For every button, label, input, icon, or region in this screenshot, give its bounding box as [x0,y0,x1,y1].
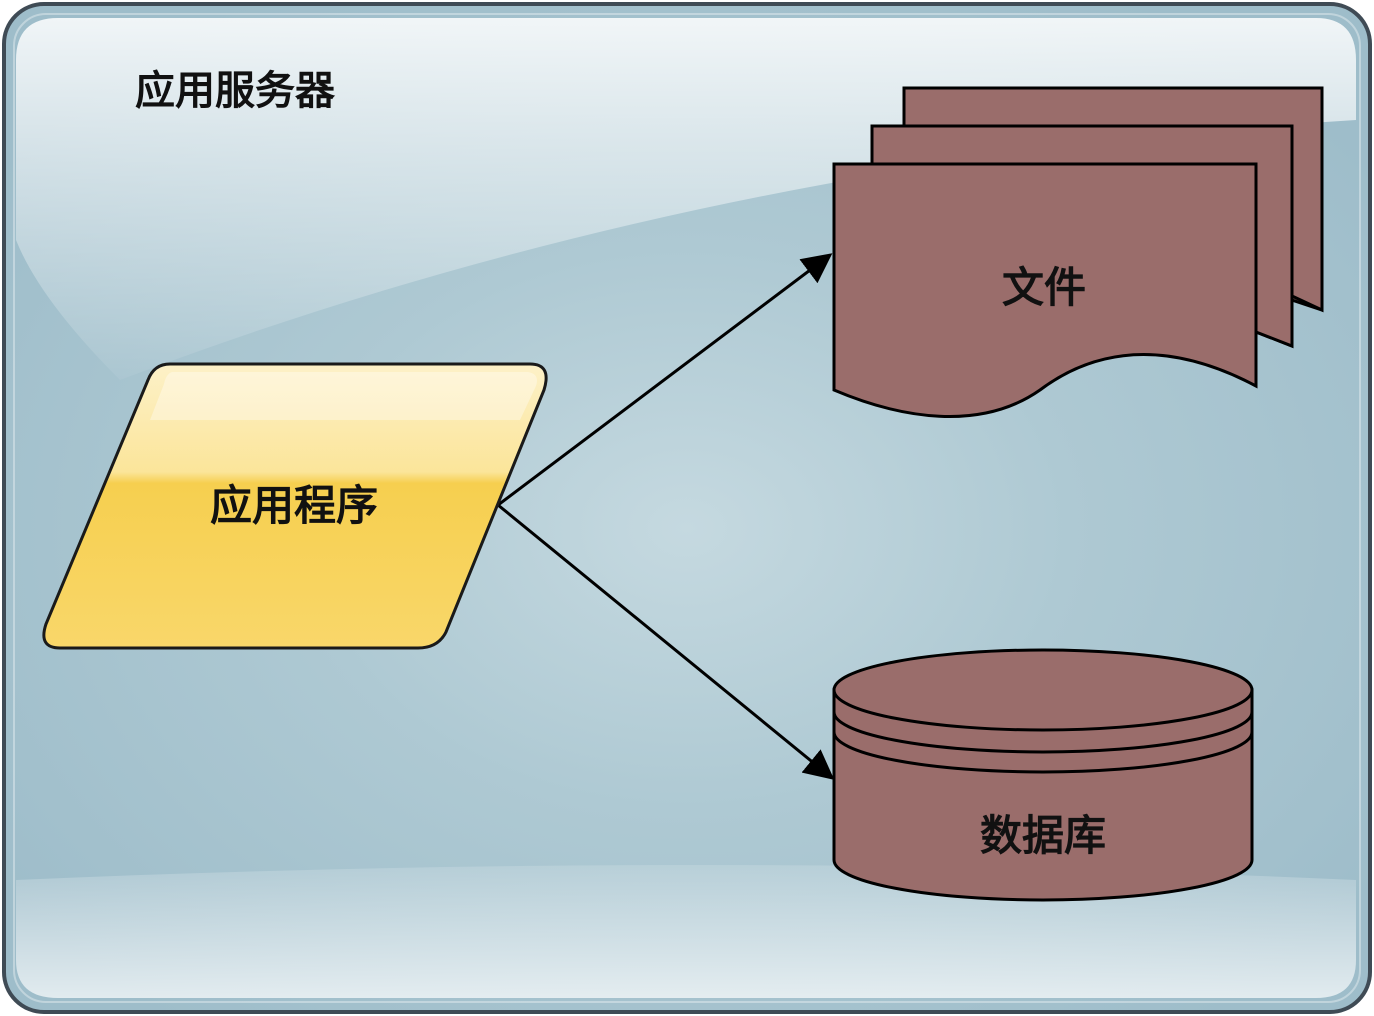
database-node[interactable]: 数据库 [832,648,1254,902]
files-node[interactable]: 文件 [832,86,1324,418]
server-inner-border [13,13,1361,1003]
file-page-front [832,162,1258,418]
arrow-app-to-database [497,503,835,780]
database-band-1 [832,711,1254,754]
database-body [832,688,1254,902]
files-label: 文件 [1002,263,1086,312]
database-top [832,648,1254,732]
app-node[interactable]: 应用程序 [42,362,548,650]
database-label: 数据库 [980,811,1106,860]
database-band-2 [832,731,1254,774]
app-label: 应用程序 [210,481,378,530]
arrow-app-to-files [497,253,833,507]
server-title: 应用服务器 [135,68,336,114]
